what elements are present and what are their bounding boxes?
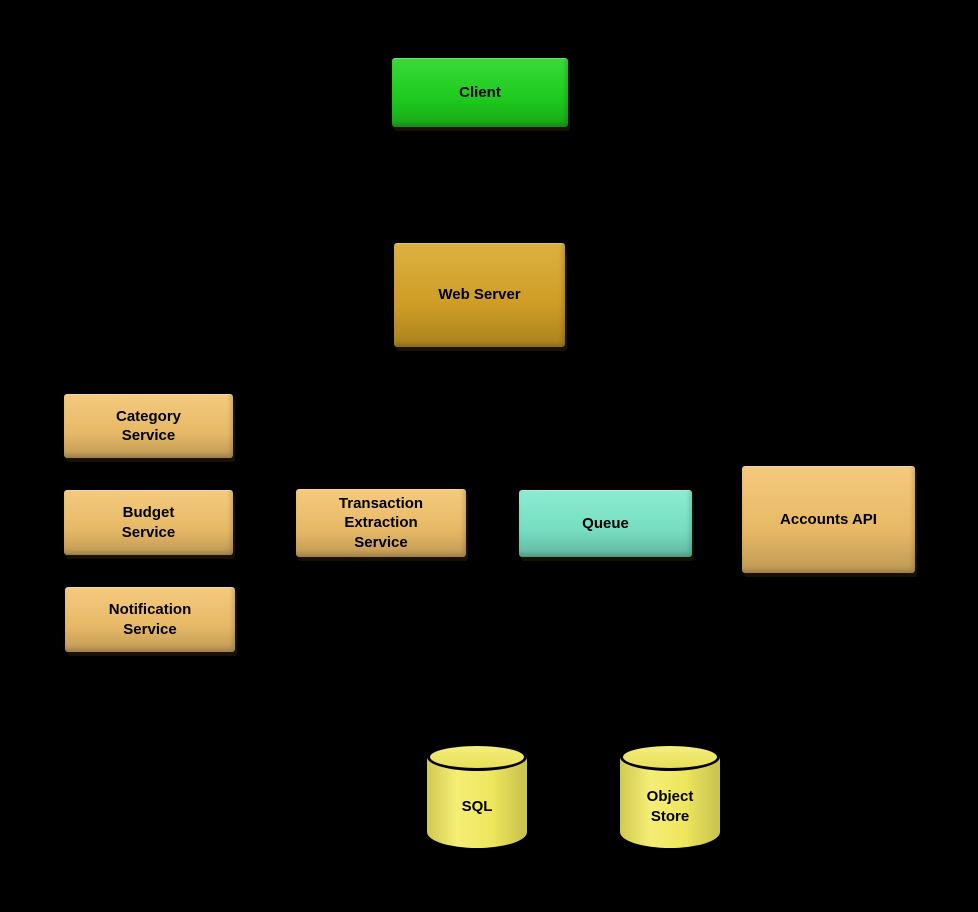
node-client[interactable]: Client — [392, 58, 568, 127]
node-queue[interactable]: Queue — [519, 490, 692, 557]
cylinder-top-ellipse — [427, 743, 527, 771]
node-accounts-api-label: Accounts API — [780, 510, 877, 528]
node-transaction-extraction-service[interactable]: Transaction Extraction Service — [296, 489, 466, 557]
node-queue-label: Queue — [582, 514, 629, 532]
node-web-server-label: Web Server — [438, 286, 521, 304]
node-budget-service[interactable]: Budget Service — [64, 490, 233, 555]
node-budget-service-label: Budget Service — [121, 504, 176, 541]
node-transaction-extraction-service-label: Transaction Extraction Service — [338, 494, 424, 551]
node-notification-service-label: Notification Service — [108, 601, 192, 638]
cylinder-top-ellipse — [620, 743, 720, 771]
node-web-server[interactable]: Web Server — [394, 243, 565, 347]
node-accounts-api[interactable]: Accounts API — [742, 466, 915, 573]
node-object-store[interactable]: Object Store — [620, 743, 720, 848]
cylinder-body — [620, 757, 720, 848]
node-category-service[interactable]: Category Service — [64, 394, 233, 458]
node-notification-service[interactable]: Notification Service — [65, 587, 235, 652]
node-category-service-label: Category Service — [115, 407, 182, 445]
node-client-label: Client — [459, 83, 501, 101]
node-sql[interactable]: SQL — [427, 743, 527, 848]
cylinder-body — [427, 757, 527, 848]
